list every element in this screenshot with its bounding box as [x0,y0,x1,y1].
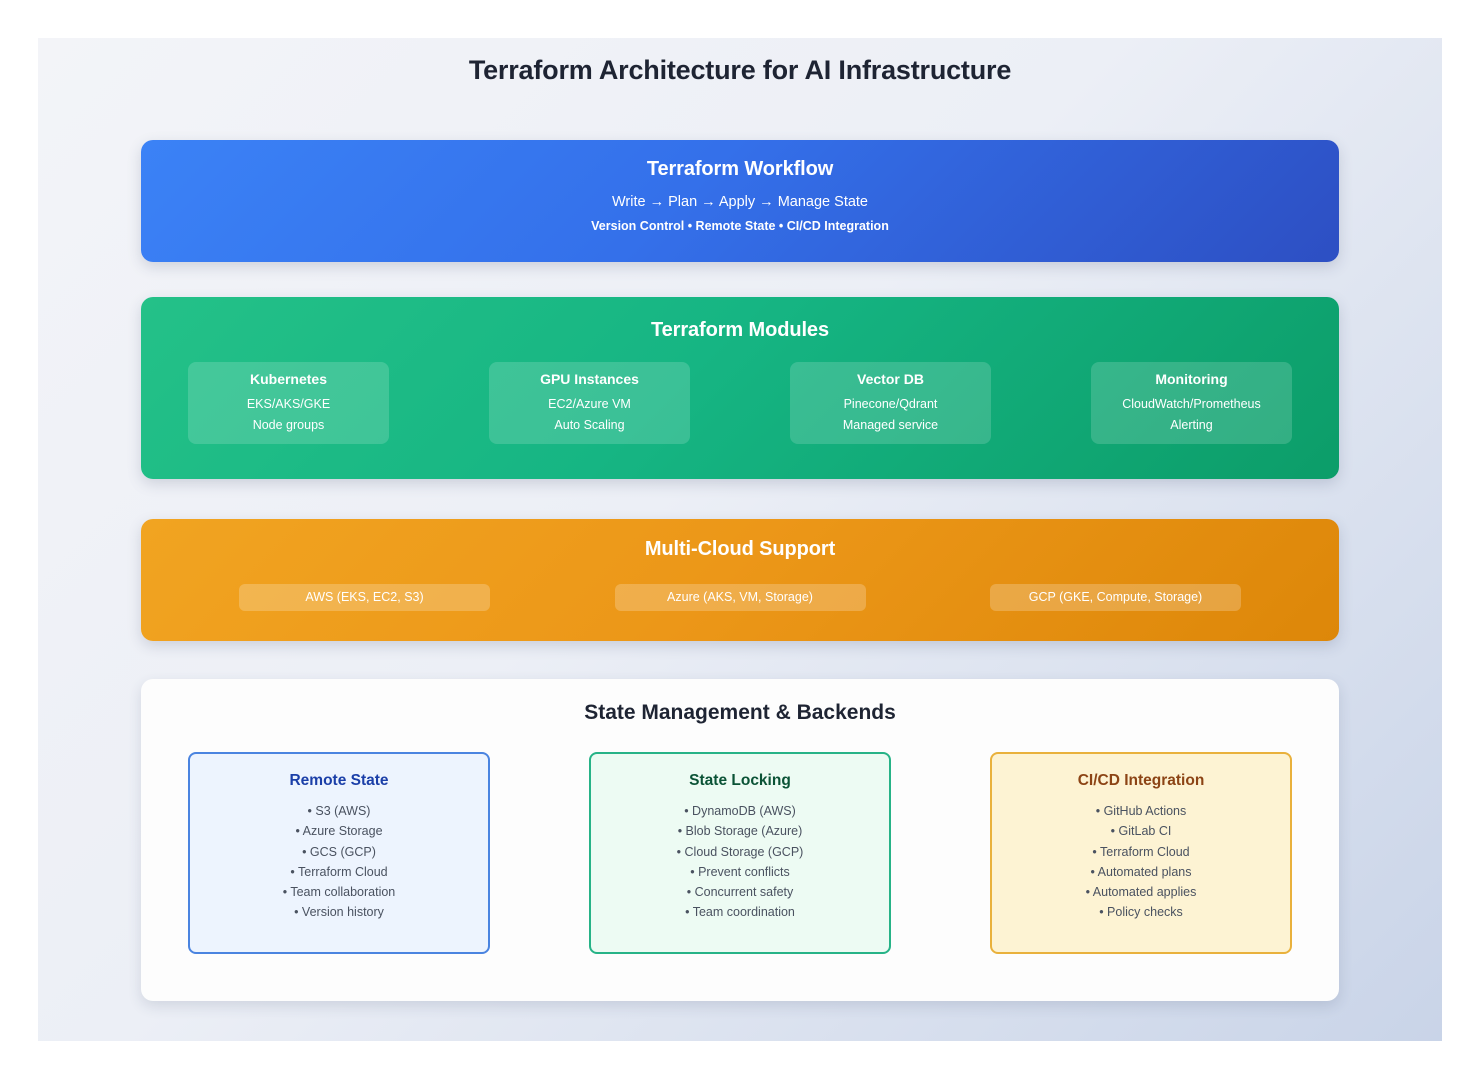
state-card-title: State Locking [689,772,791,789]
state-card-item: • Team coordination [685,905,795,920]
state-card-item: • DynamoDB (AWS) [684,804,796,818]
module-card-line1: CloudWatch/Prometheus [1122,396,1261,411]
state-management-panel: State Management & Backends Remote State… [141,679,1339,1001]
state-card-cicd-integration: CI/CD Integration • GitHub Actions • Git… [990,752,1292,954]
module-card-line2: Managed service [842,417,939,432]
state-card-item: • Terraform Cloud [1092,844,1190,859]
state-card-remote-state: Remote State • S3 (AWS) • Azure Storage … [188,752,490,954]
state-card-item: • Concurrent safety [686,885,794,899]
terraform-workflow-title: Terraform Workflow [646,158,834,180]
module-card-line1: EKS/AKS/GKE [246,396,331,411]
module-card-gpu-instances: GPU Instances EC2/Azure VM Auto Scaling [489,362,690,444]
terraform-workflow-subtitle: Version Control • Remote State • CI/CD I… [591,219,889,233]
state-card-item: • S3 (AWS) [307,804,371,818]
module-card-line2: Auto Scaling [554,417,625,432]
terraform-modules-panel: Terraform Modules Kubernetes EKS/AKS/GKE… [141,297,1339,479]
module-card-title: Kubernetes [249,370,328,387]
state-card-item: • GitHub Actions [1095,804,1187,818]
state-management-title: State Management & Backends [584,701,896,724]
state-card-item: • Azure Storage [295,824,383,839]
module-card-title: Monitoring [1155,370,1228,387]
terraform-modules-title: Terraform Modules [651,319,829,341]
state-card-title: Remote State [289,772,389,789]
state-card-item: • Policy checks [1099,905,1183,920]
state-card-item: • Cloud Storage (GCP) [676,844,804,859]
state-card-item: • Prevent conflicts [690,864,790,879]
module-card-vector-db: Vector DB Pinecone/Qdrant Managed servic… [790,362,991,444]
cloud-pill-gcp: GCP (GKE, Compute, Storage) [990,584,1241,611]
cloud-pill-azure: Azure (AKS, VM, Storage) [614,584,866,611]
state-card-item: • Automated applies [1085,885,1197,899]
cloud-pill-row: AWS (EKS, EC2, S3) Azure (AKS, VM, Stora… [141,584,1339,611]
module-card-line1: EC2/Azure VM [548,396,631,411]
module-card-line2: Alerting [1170,417,1213,432]
state-card-item: • Team collaboration [282,885,396,899]
state-card-item: • Version history [294,905,384,920]
module-card-kubernetes: Kubernetes EKS/AKS/GKE Node groups [188,362,389,444]
state-card-item: • GitLab CI [1110,824,1172,839]
cloud-pill-aws: AWS (EKS, EC2, S3) [239,584,490,611]
module-card-monitoring: Monitoring CloudWatch/Prometheus Alertin… [1091,362,1292,444]
module-card-row: Kubernetes EKS/AKS/GKE Node groups GPU I… [141,362,1339,444]
page-title: Terraform Architecture for AI Infrastruc… [468,55,1012,85]
state-card-row: Remote State • S3 (AWS) • Azure Storage … [141,752,1339,954]
module-card-title: Vector DB [857,370,924,387]
terraform-workflow-panel: Terraform Workflow Write → Plan → Apply … [141,140,1339,262]
state-card-item: • Automated plans [1090,864,1192,879]
multi-cloud-support-panel: Multi-Cloud Support AWS (EKS, EC2, S3) A… [141,519,1339,641]
diagram-canvas: Terraform Architecture for AI Infrastruc… [38,38,1442,1041]
state-card-title: CI/CD Integration [1077,772,1205,789]
state-card-item: • GCS (GCP) [302,844,376,859]
module-card-line1: Pinecone/Qdrant [843,396,938,411]
module-card-title: GPU Instances [540,370,639,387]
module-card-line2: Node groups [252,417,325,432]
multi-cloud-support-title: Multi-Cloud Support [644,538,836,560]
state-card-state-locking: State Locking • DynamoDB (AWS) • Blob St… [589,752,891,954]
terraform-workflow-flow: Write → Plan → Apply → Manage State [611,194,868,210]
state-card-item: • Terraform Cloud [290,864,388,879]
state-card-item: • Blob Storage (Azure) [677,824,803,839]
